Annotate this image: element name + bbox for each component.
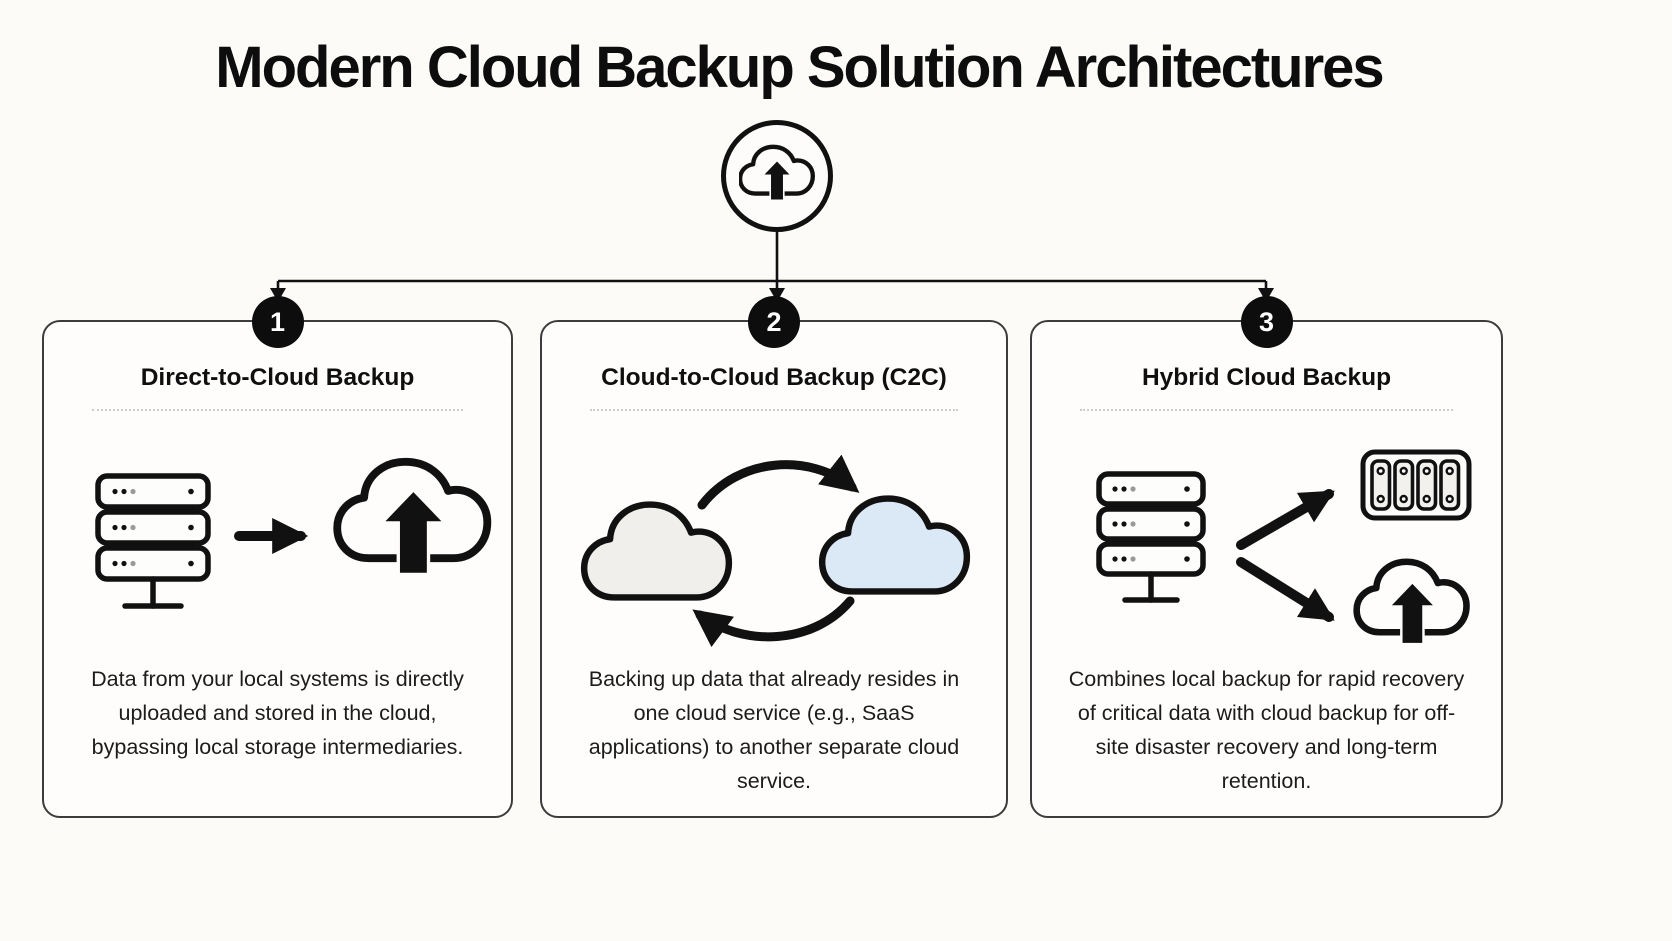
divider	[1080, 409, 1453, 411]
cloud-upload-icon	[737, 143, 815, 210]
card-illustration	[1032, 430, 1501, 656]
card-description: Backing up data that already resides in …	[588, 667, 960, 793]
card-description: Data from your local systems is directly…	[91, 667, 464, 759]
arrow-down-icon	[270, 288, 286, 302]
branch-connector-lines	[270, 230, 1274, 302]
number-badge: 3	[1240, 296, 1293, 348]
page-title: Modern Cloud Backup Solution Architectur…	[215, 35, 1384, 100]
divider	[590, 409, 958, 411]
root-node	[721, 120, 833, 232]
server-stack-icon	[1095, 471, 1206, 603]
nas-storage-icon	[1360, 449, 1471, 521]
number-badge: 2	[748, 296, 800, 348]
arrow-down-icon	[769, 288, 785, 302]
destination-cloud-icon	[818, 495, 971, 595]
sync-arrows-icon	[692, 454, 860, 648]
card-illustration	[44, 430, 511, 656]
card-title: Cloud-to-Cloud Backup (C2C)	[601, 364, 947, 391]
card-hybrid-cloud: 3 Hybrid Cloud Backup	[1030, 296, 1503, 818]
cloud-upload-icon	[1352, 558, 1470, 646]
card-title: Direct-to-Cloud Backup	[140, 364, 415, 391]
cloud-upload-icon	[332, 457, 491, 577]
arrow-down-icon	[1258, 288, 1274, 302]
server-stack-icon	[94, 473, 211, 609]
divider	[92, 409, 463, 411]
source-cloud-icon	[580, 501, 733, 601]
card-direct-to-cloud: 1 Direct-to-Cloud Backup	[42, 296, 513, 818]
card-title: Hybrid Cloud Backup	[1141, 364, 1392, 391]
number-badge: 1	[251, 296, 304, 348]
card-description: Combines local backup for rapid recovery…	[1068, 667, 1465, 793]
card-cloud-to-cloud: 2 Cloud-to-Cloud Backup (C2C)	[540, 296, 1008, 818]
card-illustration	[542, 430, 1006, 656]
split-arrows-icon	[1235, 489, 1335, 622]
